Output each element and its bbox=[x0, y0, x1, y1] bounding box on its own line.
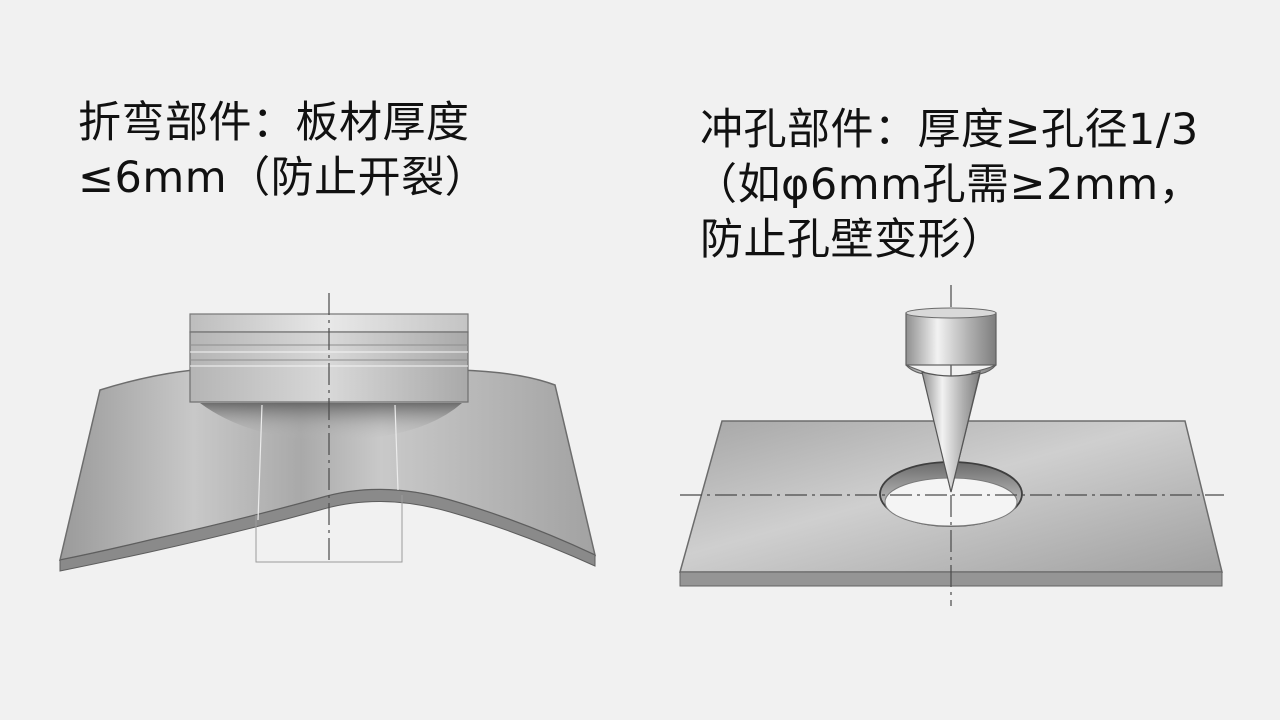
bend-guide-box bbox=[255, 495, 403, 563]
punch-shank-top bbox=[905, 307, 997, 319]
punching-caption-line-3: 防止孔壁变形） bbox=[700, 215, 1005, 265]
bent-sheet-edge bbox=[59, 489, 596, 572]
punch-tip bbox=[921, 371, 981, 493]
bend-line-left bbox=[257, 404, 263, 521]
bending-caption-line-2: ≤6mm（防止开裂） bbox=[78, 153, 489, 203]
bending-caption: 折弯部件：板材厚度 ≤6mm（防止开裂） bbox=[78, 96, 488, 206]
punch-shank bbox=[905, 312, 997, 366]
punching-caption-line-2: （如φ6mm孔需≥2mm， bbox=[694, 160, 1203, 210]
punching-caption-line-1: 冲孔部件：厚度≥孔径1/3 bbox=[700, 105, 1199, 155]
bend-line-right bbox=[394, 404, 399, 491]
punch-tool bbox=[905, 307, 997, 493]
punching-caption: 冲孔部件：厚度≥孔径1/3 （如φ6mm孔需≥2mm， 防止孔壁变形） bbox=[694, 103, 1202, 268]
bending-caption-line-1: 折弯部件：板材厚度 bbox=[78, 98, 470, 148]
